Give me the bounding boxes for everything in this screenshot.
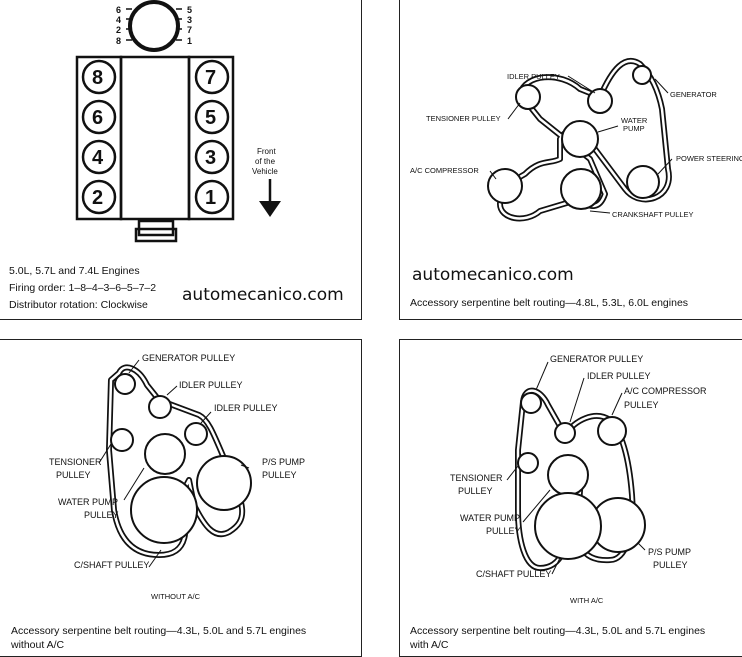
ac-compressor-pulley: [487, 168, 523, 204]
generator-pulley: [632, 65, 652, 85]
label-power-steering: POWER STEERING: [676, 154, 742, 163]
label-tensioner-2: PULLEY: [56, 470, 91, 480]
label-generator-pulley: GENERATOR PULLEY: [550, 354, 643, 364]
label-without-ac: WITHOUT A/C: [151, 592, 201, 601]
label-idler-pulley: IDLER PULLEY: [587, 371, 651, 381]
front-label-1: Front: [257, 147, 276, 156]
belt-inner: [107, 366, 244, 557]
crankshaft-pulley: [130, 476, 198, 544]
tensioner-pulley: [517, 452, 539, 474]
label-ps-pump-2: PULLEY: [262, 470, 297, 480]
watermark: automecanico.com: [412, 265, 574, 285]
crankshaft-pulley: [534, 492, 602, 560]
label-water-pump-2: PULLEY: [486, 526, 521, 536]
tensioner-pulley: [515, 84, 541, 110]
generator-pulley: [520, 392, 542, 414]
belt-routing-panel-without-ac: GENERATOR PULLEY IDLER PULLEY IDLER PULL…: [0, 339, 362, 657]
crankshaft-pulley: [560, 168, 602, 210]
firing-caption-3: Distributor rotation: Clockwise: [9, 299, 148, 311]
label-crankshaft-pulley: CRANKSHAFT PULLEY: [612, 210, 694, 219]
ps-pump-pulley: [196, 455, 252, 511]
right-cylinder-bank: [187, 55, 235, 221]
engine-front-hub: [134, 227, 178, 243]
label-ps-pump-2: PULLEY: [653, 560, 688, 570]
belt-routing-panel-with-ac: GENERATOR PULLEY IDLER PULLEY A/C COMPRE…: [399, 339, 742, 657]
watermark: automecanico.com: [182, 285, 344, 305]
generator-pulley: [114, 373, 136, 395]
distributor-cap: [128, 0, 180, 52]
idler-pulley: [554, 422, 576, 444]
ac-compressor-pulley: [597, 416, 627, 446]
belt-caption-v8-gen3: Accessory serpentine belt routing—4.8L, …: [410, 297, 689, 309]
label-water-pump-1: WATER PUMP: [58, 497, 118, 507]
dist-left-2: 4: [116, 15, 121, 25]
label-water-pump-2: PULLEY: [84, 510, 119, 520]
cylinder-6: 6: [92, 107, 103, 129]
engine-valley: [119, 55, 191, 221]
cylinder-2: 2: [92, 187, 103, 209]
power-steering-pulley: [626, 165, 660, 199]
serpentine-belt-diagram: GENERATOR PULLEY IDLER PULLEY IDLER PULL…: [49, 353, 305, 601]
label-ps-pump-1: P/S PUMP: [262, 457, 305, 467]
label-water-pump-2: PUMP: [623, 124, 645, 133]
cylinder-4: 4: [92, 147, 104, 169]
dist-left-1: 6: [116, 5, 121, 15]
label-water-pump-1: WATER: [621, 116, 648, 125]
dist-left-4: 8: [116, 36, 121, 46]
dist-right-1: 5: [187, 5, 192, 15]
firing-caption-2: Firing order: 1–8–4–3–6–5–7–2: [9, 282, 157, 294]
belt-caption-without-ac-1: Accessory serpentine belt routing—4.3L, …: [11, 625, 307, 637]
distributor-terminals: [126, 8, 182, 41]
front-label-2: of the: [255, 157, 276, 166]
label-cshaft-pulley: C/SHAFT PULLEY: [476, 569, 551, 579]
label-ps-pump-1: P/S PUMP: [648, 547, 691, 557]
idler-pulley-1: [148, 395, 172, 419]
label-ac-compressor-2: PULLEY: [624, 400, 659, 410]
front-label-3: Vehicle: [252, 167, 278, 176]
belt-caption-with-ac-1: Accessory serpentine belt routing—4.3L, …: [410, 625, 706, 637]
serpentine-belt-diagram: IDLER PULLEY GENERATOR TENSIONER PULLEY …: [410, 57, 742, 222]
tensioner-pulley: [110, 428, 134, 452]
water-pump-pulley: [561, 120, 599, 158]
belt-routing-panel-v8-gen3: IDLER PULLEY GENERATOR TENSIONER PULLEY …: [399, 0, 742, 320]
label-tensioner-pulley: TENSIONER PULLEY: [426, 114, 501, 123]
cylinder-7: 7: [205, 67, 216, 89]
belt-caption-with-ac-2: with A/C: [410, 639, 449, 651]
label-ac-compressor: A/C COMPRESSOR: [410, 166, 479, 175]
dist-right-4: 1: [187, 36, 192, 46]
arrow-down-icon: [259, 201, 281, 217]
water-pump-pulley: [547, 454, 589, 496]
serpentine-belt-diagram: GENERATOR PULLEY IDLER PULLEY A/C COMPRE…: [450, 354, 707, 605]
dist-left-3: 2: [116, 25, 121, 35]
belt-caption-without-ac-2: without A/C: [11, 639, 65, 651]
label-cshaft-pulley: C/SHAFT PULLEY: [74, 560, 149, 570]
label-idler-pulley-2: IDLER PULLEY: [214, 403, 278, 413]
label-idler-pulley-1: IDLER PULLEY: [179, 380, 243, 390]
label-tensioner-1: TENSIONER: [49, 457, 102, 467]
belt-inner: [516, 389, 634, 570]
water-pump-pulley: [144, 433, 186, 475]
dist-right-3: 7: [187, 25, 192, 35]
firing-caption-1: 5.0L, 5.7L and 7.4L Engines: [9, 265, 140, 277]
label-tensioner-2: PULLEY: [458, 486, 493, 496]
label-with-ac: WITH A/C: [570, 596, 604, 605]
firing-order-panel: 6 4 2 8 5 3 7 1 8 6 4 2 7 5 3 1 Front of…: [0, 0, 362, 320]
idler-pulley-2: [184, 422, 208, 446]
label-generator-pulley: GENERATOR PULLEY: [142, 353, 235, 363]
label-water-pump-1: WATER PUMP: [460, 513, 520, 523]
label-generator: GENERATOR: [670, 90, 717, 99]
cylinder-5: 5: [205, 107, 216, 129]
dist-right-2: 3: [187, 15, 192, 25]
label-tensioner-1: TENSIONER: [450, 473, 503, 483]
cylinder-3: 3: [205, 147, 216, 169]
label-idler-pulley: IDLER PULLEY: [507, 72, 560, 81]
engine-cylinder-diagram: 6 4 2 8 5 3 7 1 8 6 4 2 7 5 3 1 Front of…: [75, 0, 281, 243]
cylinder-1: 1: [205, 187, 216, 209]
label-ac-compressor-1: A/C COMPRESSOR: [624, 386, 707, 396]
cylinder-8: 8: [92, 67, 103, 89]
idler-pulley: [587, 88, 613, 114]
